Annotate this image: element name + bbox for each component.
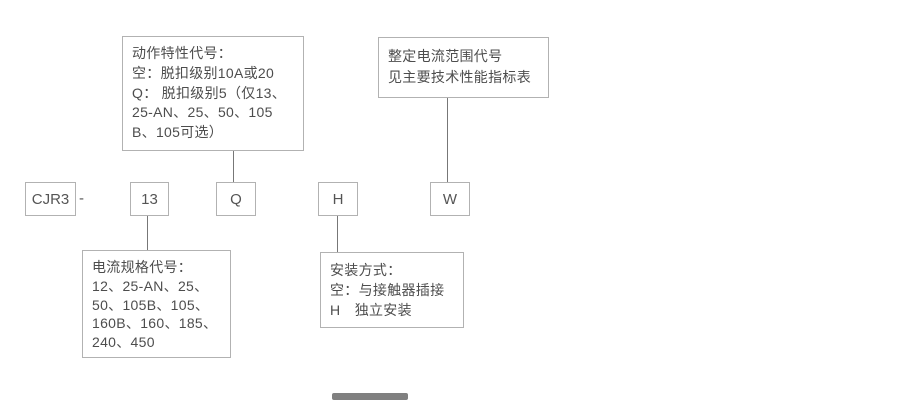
code-box-current-range: W — [430, 182, 470, 216]
code-box-current-spec: 13 — [130, 182, 169, 216]
callout-text-line: B、105可选） — [132, 124, 224, 141]
callout-setting-current-range-code: 整定电流范围代号见主要技术性能指标表 — [378, 37, 549, 98]
callout-text-line: Q： 脱扣级别5（仅13、 — [132, 84, 287, 101]
callout-text-line: 空：脱扣级别10A或20 — [132, 64, 275, 81]
connector-line-range — [447, 98, 448, 182]
callout-text-line: 12、25-AN、25、 — [92, 277, 209, 294]
callout-action-characteristic-code: 动作特性代号： 空：脱扣级别10A或20 Q： 脱扣级别5（仅13、 25-AN、25… — [122, 36, 304, 151]
code-box-mounting: H — [318, 182, 358, 216]
callout-current-spec-code: 电流规格代号： 12、25-AN、25、 50、105B、105、 160B、160、… — [82, 250, 231, 358]
bottom-edge-artifact — [332, 393, 408, 400]
callout-text-line: 安装方式： — [330, 262, 402, 278]
callout-text-line: 25-AN、25、50、105 — [132, 104, 273, 121]
callout-text-line: 50、105B、105、 — [92, 296, 210, 313]
connector-line-mounting — [337, 216, 338, 252]
callout-text-line: 动作特性代号： — [132, 45, 233, 61]
model-prefix-box: CJR3 — [25, 182, 76, 216]
callout-mounting-method: 安装方式： 空：与接触器插接 H 独立安装 — [320, 252, 464, 328]
connector-line-action — [233, 151, 234, 182]
callout-text-line: 整定电流范围代号 — [388, 48, 503, 64]
code-box-action-characteristic: Q — [216, 182, 256, 216]
callout-text-line: H 独立安装 — [330, 302, 412, 318]
connector-line-current-spec — [147, 216, 148, 250]
callout-text-line: 见主要技术性能指标表 — [388, 69, 531, 85]
callout-text-line: 240、450 — [92, 334, 155, 351]
callout-text-line: 电流规格代号： — [92, 259, 193, 275]
callout-text-line: 空：与接触器插接 — [330, 282, 445, 298]
model-separator-dash: - — [79, 190, 84, 207]
callout-text-line: 160B、160、185、 — [92, 315, 218, 332]
